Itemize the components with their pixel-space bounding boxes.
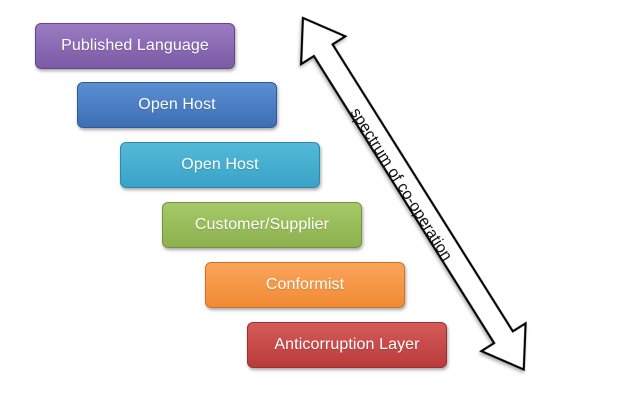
step-label: Open Host (181, 156, 259, 173)
step-open-host-1: Open Host (77, 82, 277, 128)
step-open-host-2: Open Host (120, 142, 320, 188)
step-label: Open Host (138, 96, 216, 113)
step-label: Customer/Supplier (194, 216, 330, 233)
step-anticorruption-layer: Anticorruption Layer (247, 322, 447, 368)
step-customer-supplier: Customer/Supplier (162, 202, 362, 248)
spectrum-label: spectrum of co-operation (347, 105, 456, 264)
step-label: Conformist (265, 276, 345, 293)
step-label: Published Language (61, 37, 209, 54)
step-label: Anticorruption Layer (274, 336, 420, 353)
step-conformist: Conformist (205, 262, 405, 308)
step-published-language: Published Language (35, 23, 235, 69)
double-arrow-icon (300, 16, 527, 372)
